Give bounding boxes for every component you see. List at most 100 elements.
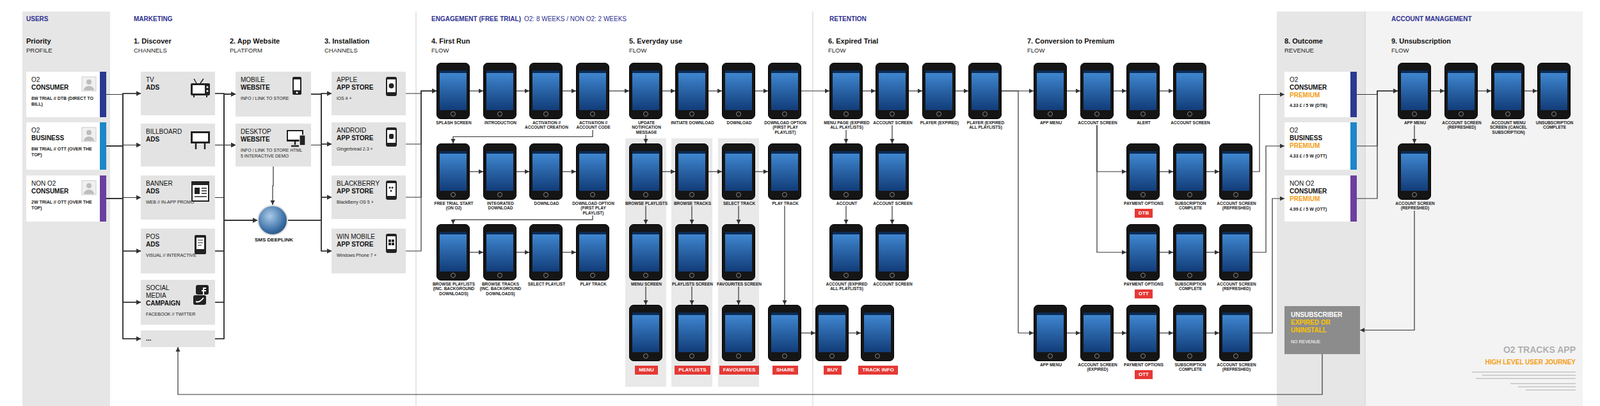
phone-screen-display xyxy=(532,70,560,111)
phone-home-button xyxy=(1411,192,1417,198)
phone-caption-holder: SUBSCRIPTION COMPLETE xyxy=(1167,281,1214,292)
box-text: APP STORE xyxy=(336,134,401,143)
phone-home-button xyxy=(1140,111,1146,117)
phone-screen-display xyxy=(1176,151,1204,191)
flow-arrow xyxy=(1066,90,1081,91)
phone-home-button xyxy=(889,272,895,278)
flow-arrow xyxy=(1066,332,1081,333)
phone-home-button xyxy=(736,192,742,198)
flow-arrow xyxy=(1356,90,1398,199)
person-icon xyxy=(81,76,96,195)
screen-caption: ACCOUNT SCREEN xyxy=(869,120,916,125)
phone-screen-display xyxy=(878,70,906,111)
screen-caption: ACCOUNT SCREEN xyxy=(1167,120,1214,125)
screen-tag: TRACK INFO xyxy=(858,365,898,375)
unsubscriber-box: UNSUBSCRIBEREXPIRED OR UNINSTALL NO REVEN… xyxy=(1284,305,1360,354)
column-header: 3. Installation xyxy=(324,37,370,45)
phone-caption-holder: APP MENU xyxy=(1027,120,1074,125)
phone-screen: PLAYLISTS SCREEN xyxy=(675,224,709,281)
screen-caption: ACCOUNT SCREEN (REFRESHED) xyxy=(1392,200,1439,211)
phone-screen: ACCOUNT SCREEN xyxy=(1080,62,1114,120)
flow-arrow xyxy=(215,94,236,303)
phone-screen: ACCOUNT xyxy=(829,143,863,200)
phone-caption-holder: ACTIVATION // ACCOUNT CODE xyxy=(570,120,617,130)
phone-home-button xyxy=(874,353,880,359)
column-header: 4. First Run xyxy=(431,37,471,45)
screen-tag: OTT xyxy=(1134,369,1153,379)
box-text: UNSUBSCRIBER xyxy=(1290,311,1354,319)
screen-caption: INITIATE DOWNLOAD xyxy=(669,120,716,125)
phone-screen-display xyxy=(725,151,752,191)
phone-caption-holder: PLAYER (EXPIRED) xyxy=(916,120,963,125)
box-text: NO REVENUE xyxy=(1290,339,1354,345)
phone-caption-holder: FAVOURITES SCREEN xyxy=(716,281,763,287)
tv-icon xyxy=(190,78,210,98)
flow-arrow xyxy=(691,206,692,225)
tag-holder: PLAYLISTS xyxy=(669,362,716,375)
phone-screen-display xyxy=(486,151,514,191)
phone-home-button xyxy=(936,111,942,117)
channel-box: BILLBOARDADS xyxy=(140,123,216,167)
box-text: BLACKBERRY xyxy=(336,179,401,188)
phone-screen: ACCOUNT SCREEN (REFRESHED) xyxy=(1219,224,1253,281)
tag-holder: TRACK INFO xyxy=(855,362,902,375)
phone-home-button xyxy=(1233,272,1239,278)
phone-caption-holder: ACCOUNT SCREEN xyxy=(869,281,916,287)
phone-home-button xyxy=(543,111,549,117)
phone-caption-holder: ACCOUNT (EXPIRED ALL PLAYLISTS) xyxy=(823,281,870,292)
phone-screen-display xyxy=(532,151,560,191)
phone-home-button xyxy=(1551,111,1557,117)
flow-arrow xyxy=(737,206,739,225)
phone-screen: FAVOURITES xyxy=(721,304,756,361)
section-header: USERS xyxy=(26,15,48,23)
screen-tag: FAVOURITES xyxy=(719,365,760,375)
phone-screen: UPDATE NOTIFICATION MESSAGE xyxy=(629,62,663,120)
flow-arrow xyxy=(215,220,258,303)
phone-home-button xyxy=(643,272,649,278)
everyday-strip xyxy=(625,138,667,387)
phone-screen-display xyxy=(1129,231,1157,272)
phone-home-button xyxy=(1233,353,1239,359)
phone-screen-display xyxy=(579,231,607,272)
phone-caption-holder: SELECT PLAYLIST xyxy=(523,281,570,287)
phone-screen-display xyxy=(864,312,891,352)
phone-screen: DOWNLOAD xyxy=(529,143,563,200)
phone-screen-display xyxy=(1222,231,1250,272)
flow-arrow xyxy=(405,90,437,251)
phone-caption-holder: ACCOUNT SCREEN (REFRESHED) xyxy=(1213,281,1260,292)
outcome-column xyxy=(1276,11,1366,406)
box-text: 4.33 £ / 5 W (OTT) xyxy=(1289,153,1346,159)
phone-home-button xyxy=(736,353,742,359)
box-text: ANDROID xyxy=(336,126,401,135)
phone-home-button xyxy=(829,353,835,359)
phone-home-button xyxy=(843,272,849,278)
box-text: DESKTOP xyxy=(240,128,306,136)
flow-arrow xyxy=(1206,251,1220,253)
screen-caption: SUBSCRIPTION COMPLETE xyxy=(1167,362,1214,372)
phone-caption-holder: SHARE xyxy=(762,362,809,375)
phone-caption-holder: INTEGRATED DOWNLOAD xyxy=(477,200,524,211)
phone-home-button xyxy=(1187,111,1193,117)
phone-caption-holder: INTRODUCTION xyxy=(477,120,524,125)
section-header: O2: 8 WEEKS / NON O2: 2 WEEKS xyxy=(524,15,627,23)
phone-screen-display xyxy=(678,151,706,191)
phone-caption-holder: ACCOUNT SCREEN xyxy=(1074,120,1121,125)
phone-screen-display xyxy=(579,151,607,191)
screen-caption: DOWNLOAD xyxy=(523,200,570,206)
phone-screen: ACCOUNT SCREEN (REFRESHED) xyxy=(1219,304,1253,361)
phone-screen: TRACK INFO xyxy=(860,304,895,361)
phone-screen: PLAYER (EXPIRED) xyxy=(922,62,956,120)
phone-caption-holder: BROWSE TRACKS (INC. BACKGROUND DOWNLOADS… xyxy=(477,281,524,296)
flow-arrow xyxy=(1159,251,1174,253)
subtitle: HIGH LEVEL USER JOURNEY xyxy=(1484,358,1576,366)
flow-arrow xyxy=(801,90,830,91)
box-text: WIN MOBILE xyxy=(336,232,401,241)
flow-arrow xyxy=(737,286,739,306)
box-text: POS xyxy=(145,232,210,241)
box-text: BILLBOARD xyxy=(145,128,210,136)
box-text: EXPIRED OR UNINSTALL xyxy=(1290,318,1354,335)
box-text: BlackBerry OS 5 + xyxy=(336,199,401,206)
flow-arrow xyxy=(1206,332,1220,333)
flow-arrow xyxy=(215,220,258,339)
